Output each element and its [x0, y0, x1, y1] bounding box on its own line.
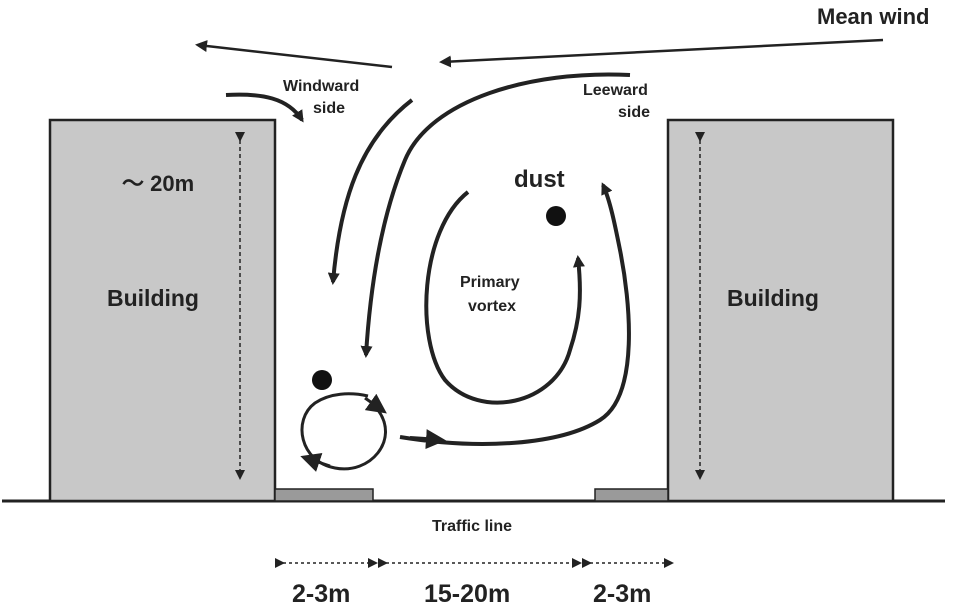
windward-inflow-arrow [225, 92, 304, 123]
primary-vortex-label-line2: vortex [468, 298, 517, 315]
mean-wind-arrow-left [195, 40, 393, 69]
sidewalk-left [274, 488, 374, 502]
rising-flow-arrow [399, 182, 631, 446]
windward-side-label-line1: Windward [283, 78, 360, 95]
dimension-center-label: 15-20m [424, 580, 511, 608]
leeward-side-label-line2: side [618, 104, 651, 121]
secondary-vortex-arrow-bottom [300, 452, 331, 472]
building-left-label: Building [107, 285, 199, 311]
downflow-arrow-inner [360, 72, 631, 358]
building-right [666, 118, 895, 503]
dimension-right-label: 2-3m [593, 580, 652, 608]
sidewalk-right [594, 488, 669, 502]
dimension-left-label: 2-3m [292, 580, 351, 608]
mean-wind-arrow-right [439, 38, 884, 68]
building-right-label: Building [727, 285, 819, 311]
primary-vortex-label-line1: Primary [460, 274, 520, 291]
height-label: ～ 20m [122, 171, 195, 196]
secondary-vortex [300, 392, 387, 471]
dust-particle-lower [312, 370, 332, 390]
leeward-side-label-line1: Leeward [583, 82, 648, 99]
mean-wind-label: Mean wind [817, 4, 930, 29]
windward-side-label-line2: side [313, 100, 346, 117]
secondary-vortex-arrow-top [364, 393, 387, 414]
downflow-arrow-outer [327, 98, 414, 285]
dust-particle-upper [546, 206, 566, 226]
rising-flow-marker [409, 429, 446, 450]
traffic-line-label: Traffic line [432, 518, 513, 535]
dust-label: dust [514, 166, 565, 193]
primary-vortex-loop [424, 190, 585, 405]
